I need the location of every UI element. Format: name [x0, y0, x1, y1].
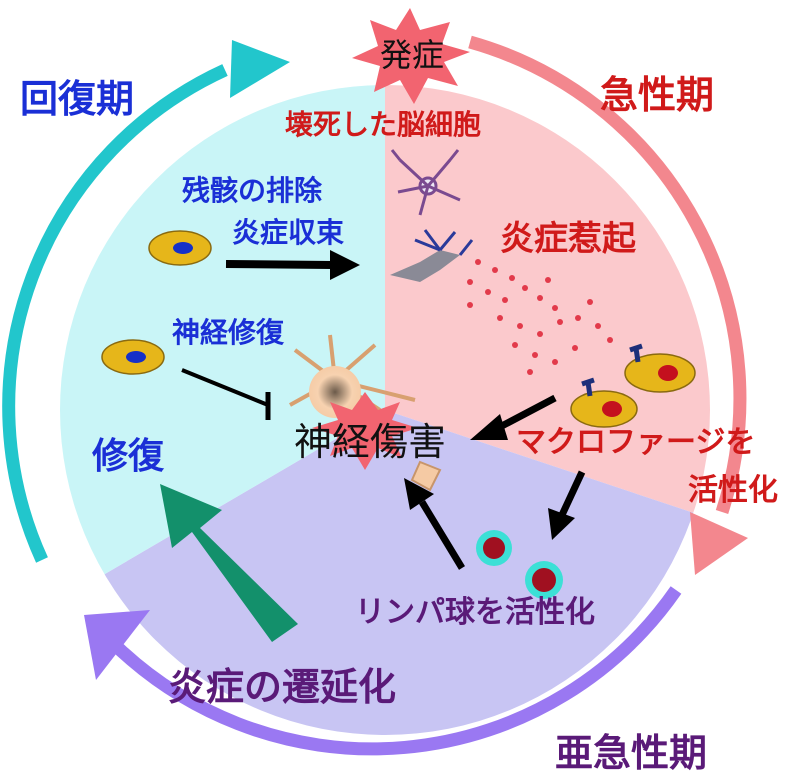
onset-burst [352, 8, 470, 104]
nerve-repair-inhibit-line [181, 368, 271, 420]
cytokine-dots [467, 259, 613, 375]
inflammation-trigger-label: 炎症惹起 [500, 219, 637, 259]
subacute-phase-arrow [105, 586, 682, 756]
recovery-macrophage-icon [148, 230, 212, 266]
subacute-phase-arrowhead [84, 610, 150, 680]
macrophage-to-lymphocyte-arrow [548, 470, 586, 540]
macrophage-icon [624, 343, 696, 393]
prolonged-inflammation-label: 炎症の遷延化 [168, 665, 396, 709]
repairing-neuron-icon [289, 334, 442, 492]
nerve-repair-label: 神経修復 [172, 316, 285, 349]
debris-removal-label: 残骸の排除 [182, 174, 323, 207]
repair-arrow [160, 484, 298, 642]
macrophage-icon-2 [570, 377, 638, 428]
recovery-macrophage-icon-2 [101, 339, 165, 375]
acute-phase-arrowhead [690, 512, 748, 575]
onset-label: 発症 [380, 36, 444, 74]
injury-burst [312, 392, 418, 470]
acute-phase-arrow [468, 35, 747, 514]
recovery-phase-arrowhead [230, 40, 290, 98]
damaged-neuron-icon [390, 229, 474, 282]
necrotic-neuron-icon [390, 149, 461, 216]
recovery-phase-label: 回復期 [20, 77, 134, 121]
lymphocyte-to-injury-arrow [404, 478, 465, 570]
lymphocyte-icon [476, 530, 512, 566]
lymphocyte-activation-label: リンパ球を活性化 [355, 595, 595, 630]
necrotic-cells-label: 壊死した脳細胞 [285, 108, 481, 141]
repair-label: 修復 [92, 436, 165, 477]
recovery-phase-arrow [2, 64, 228, 563]
nerve-injury-label: 神経傷害 [294, 420, 446, 464]
macrophage-activation-label-line1: マクロファージを [516, 425, 755, 460]
acute-phase-label: 急性期 [600, 73, 714, 117]
inflammation-resolution-label: 炎症収束 [232, 216, 344, 249]
macrophage-activation-label-line2: 活性化 [688, 473, 778, 508]
debris-removal-arrow [225, 250, 360, 280]
lymphocyte-icon-2 [525, 561, 563, 599]
macrophage-to-injury-arrow [470, 394, 557, 440]
subacute-phase-label: 亜急性期 [555, 731, 707, 775]
